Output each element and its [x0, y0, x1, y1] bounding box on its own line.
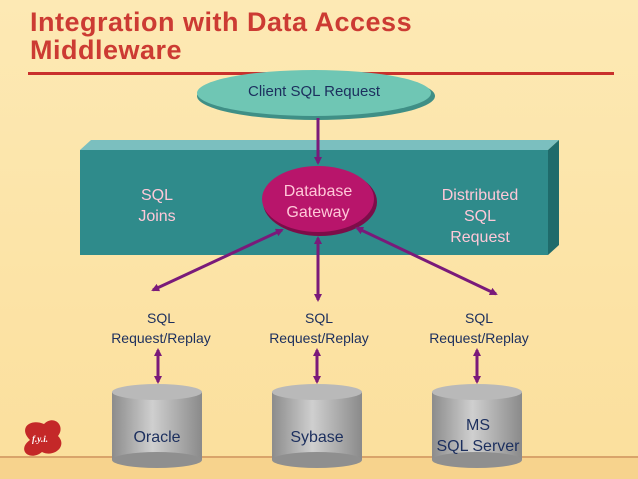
connection-label-sqlserver: SQL Request/Replay: [429, 310, 529, 346]
connection-label-oracle: SQL Request/Replay: [111, 310, 211, 346]
gateway-link-left-arrow: [151, 228, 284, 292]
database-cylinder-oracle: [112, 384, 202, 468]
client-sql-request-label: Client SQL Request: [247, 83, 380, 100]
page-title: Integration with Data Access Middleware: [30, 8, 412, 64]
fyi-badge: f.y.i.: [24, 420, 62, 456]
database-gateway-label: Database Gateway: [283, 183, 353, 221]
database-label-sqlserver: MS SQL Server: [436, 417, 520, 455]
database-label-oracle: Oracle: [133, 429, 181, 446]
distributed-sql-request-label: Distributed SQL Request: [441, 187, 519, 246]
database-cylinder-sybase: [272, 384, 362, 468]
gateway-ellipse: [262, 166, 377, 236]
gateway-link-right-arrow: [355, 226, 498, 296]
database-label-sybase: Sybase: [290, 429, 344, 446]
fyi-badge-text: f.y.i.: [32, 434, 48, 444]
database-cylinder-sqlserver: [432, 384, 522, 468]
client-ellipse: [197, 70, 435, 120]
title-line-2: Middleware: [30, 35, 183, 65]
connection-label-sybase: SQL Request/Replay: [269, 310, 369, 346]
sql-joins-label: SQL Joins: [138, 187, 176, 225]
title-line-1: Integration with Data Access: [30, 7, 413, 37]
